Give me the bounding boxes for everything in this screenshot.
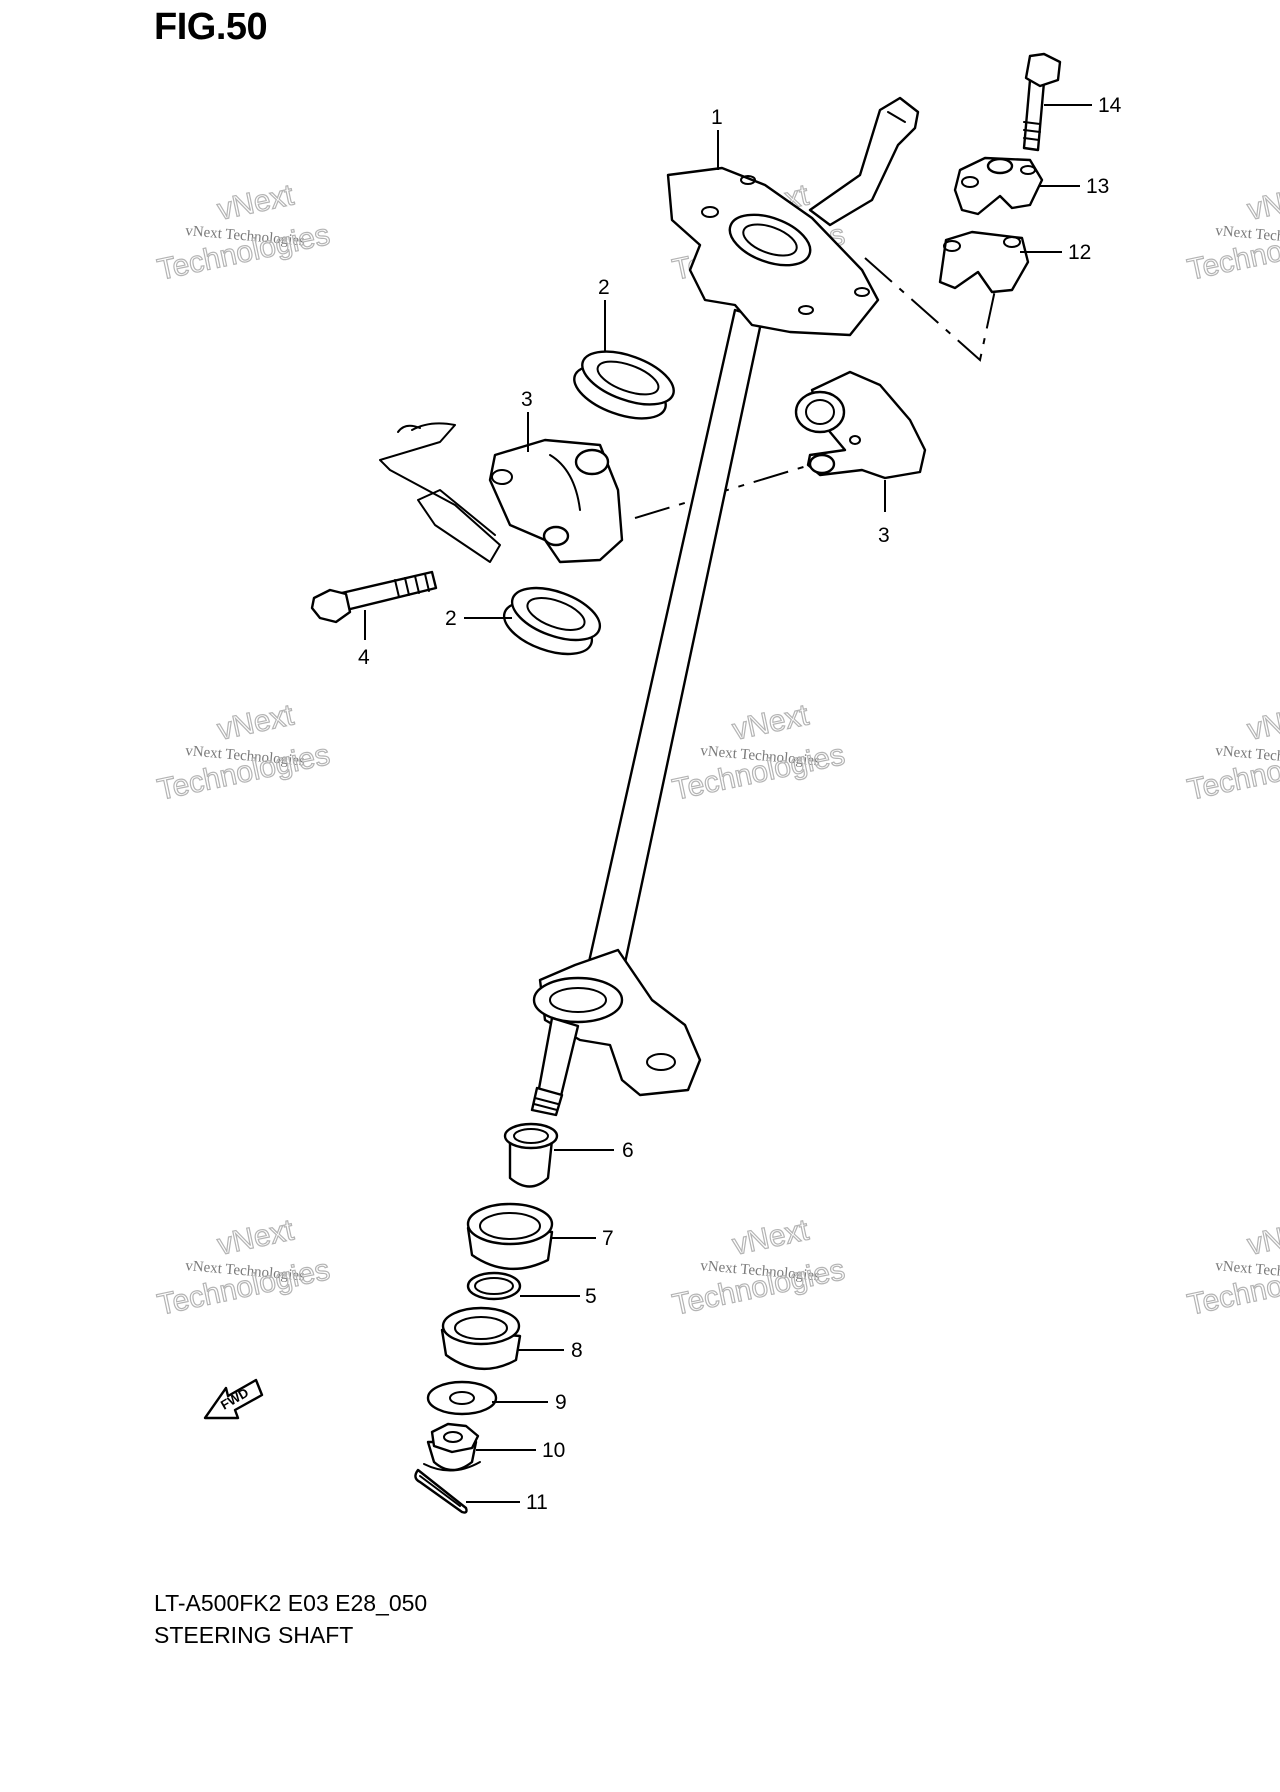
handlebar-holder-lower — [938, 230, 1030, 294]
watermark-vnext: vNext — [1245, 698, 1280, 746]
callout-9: 9 — [492, 1391, 567, 1414]
callout-13: 13 — [1040, 175, 1109, 198]
svg-text:12: 12 — [1068, 241, 1091, 264]
callout-6: 6 — [554, 1139, 634, 1162]
callout-10: 10 — [476, 1439, 565, 1462]
svg-text:9: 9 — [555, 1391, 567, 1414]
callout-11: 11 — [466, 1491, 548, 1514]
watermark-vnext: vNext — [215, 178, 298, 226]
svg-text:2: 2 — [598, 276, 610, 299]
handlebar-holder-upper — [953, 156, 1044, 216]
watermark-vnext: vNext — [215, 1213, 298, 1261]
callout-3-left: 3 — [521, 388, 533, 452]
watermark: vNext vNext Technologies Technologies — [669, 1213, 848, 1323]
bushing — [503, 1122, 559, 1188]
callout-2-lower: 2 — [445, 607, 512, 630]
svg-text:3: 3 — [521, 388, 533, 411]
handlebar-holder-bolt — [1022, 52, 1062, 152]
svg-text:1: 1 — [711, 106, 723, 129]
steering-shaft — [530, 96, 920, 1117]
watermark: vNext vNext Technologies Technologies — [1184, 178, 1280, 288]
figure-title: FIG.50 — [154, 6, 268, 48]
callout-2-upper: 2 — [598, 276, 610, 352]
model-code: LT-A500FK2 E03 E28_050 — [154, 1590, 428, 1616]
diagram-title: STEERING SHAFT — [154, 1622, 354, 1648]
watermark-vnext: vNext — [730, 698, 813, 746]
shaft-holder-left — [379, 422, 624, 564]
callout-5: 5 — [520, 1285, 597, 1308]
svg-text:6: 6 — [622, 1139, 634, 1162]
watermark: vNext vNext Technologies Technologies — [154, 698, 333, 808]
callout-14: 14 — [1044, 94, 1122, 117]
svg-text:2: 2 — [445, 607, 457, 630]
svg-text:4: 4 — [358, 646, 370, 669]
svg-text:10: 10 — [542, 1439, 565, 1462]
forward-direction-indicator: FWD — [203, 1378, 264, 1420]
nut — [423, 1422, 481, 1472]
watermark: vNext vNext Technologies Technologies — [154, 178, 333, 288]
callout-8: 8 — [518, 1339, 583, 1362]
callout-4: 4 — [358, 610, 370, 669]
holder-bolt — [310, 570, 438, 624]
callout-7: 7 — [552, 1227, 614, 1250]
watermark: vNext vNext Technologies Technologies — [154, 1213, 333, 1323]
svg-text:3: 3 — [878, 524, 890, 547]
svg-text:14: 14 — [1098, 94, 1122, 117]
watermark-vnext: vNext — [730, 1213, 813, 1261]
svg-text:7: 7 — [602, 1227, 614, 1250]
callout-1: 1 — [711, 106, 723, 170]
callout-12: 12 — [1020, 241, 1091, 264]
seal-upper — [573, 350, 675, 420]
watermark-vnext: vNext — [1245, 178, 1280, 226]
watermark: vNext vNext Technologies Technologies — [1184, 698, 1280, 808]
shaft-holder-right — [794, 370, 927, 480]
watermark: vNext vNext Technologies Technologies — [669, 698, 848, 808]
seal-lower — [502, 586, 602, 656]
watermark: vNext vNext Technologies Technologies — [1184, 1213, 1280, 1323]
washer — [426, 1380, 498, 1416]
callout-3-right: 3 — [878, 480, 890, 547]
svg-text:13: 13 — [1086, 175, 1109, 198]
o-ring — [466, 1271, 522, 1301]
svg-text:8: 8 — [571, 1339, 583, 1362]
bearing — [466, 1202, 554, 1270]
alignment-line-holders — [864, 257, 996, 362]
watermark-vnext: vNext — [1245, 1213, 1280, 1261]
dust-seal — [440, 1306, 522, 1371]
svg-text:11: 11 — [526, 1491, 548, 1514]
cotter-pin — [414, 1468, 468, 1514]
watermark-vnext: vNext — [215, 698, 298, 746]
svg-text:5: 5 — [585, 1285, 597, 1308]
